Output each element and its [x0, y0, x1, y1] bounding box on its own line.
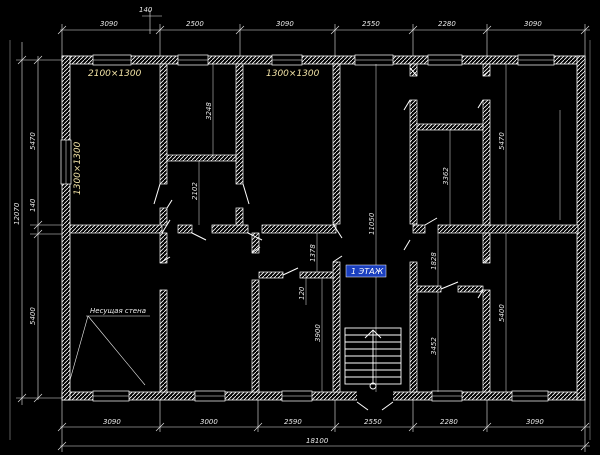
- load-bearing-wall-note: Несущая стена: [90, 307, 146, 315]
- closet-door-dim: 2102: [191, 182, 199, 200]
- small-1378-dim: 1378: [309, 244, 317, 262]
- bottom-dimension-chain: [57, 400, 590, 452]
- window-label-3: 1300×1300: [73, 141, 83, 195]
- closet-depth-dim: 3248: [205, 102, 213, 120]
- left-upper-dim: 5470: [29, 132, 37, 150]
- top-dim-4: 2550: [362, 20, 380, 28]
- top-dim-2: 2500: [186, 20, 204, 28]
- top-dim-3: 3090: [276, 20, 294, 28]
- internal-dimension-lines: [198, 64, 561, 392]
- load-bearing-leader: [69, 315, 150, 386]
- staircase: [344, 327, 402, 390]
- left-total-dim: 12070: [13, 202, 21, 225]
- bottom-dim-1: 3090: [103, 418, 121, 426]
- left-dimension-chain: [16, 42, 62, 405]
- right-upper-dim: 5470: [498, 132, 506, 150]
- drawing-frame: [9, 40, 591, 440]
- top-dim-5: 2280: [438, 20, 456, 28]
- top-offset-dim: 140: [139, 6, 153, 14]
- small-3900-dim: 3900: [314, 324, 322, 342]
- top-dim-6: 3090: [524, 20, 542, 28]
- floor-label: 1 ЭТАЖ: [351, 267, 384, 276]
- main-entrance: [357, 390, 393, 402]
- total-width-dim: 18100: [306, 437, 329, 445]
- internal-walls: [69, 63, 579, 393]
- right-3362-dim: 3362: [442, 167, 450, 185]
- left-gap-dim: 140: [29, 198, 37, 212]
- bottom-dim-5: 2280: [440, 418, 458, 426]
- corridor-length-dim: 11050: [368, 212, 376, 235]
- bottom-dim-2: 3000: [200, 418, 218, 426]
- door-swings: [153, 67, 491, 411]
- right-3452-dim: 3452: [430, 337, 438, 355]
- floor-label-box: [345, 264, 387, 278]
- left-lower-dim: 5400: [29, 307, 37, 325]
- bottom-dim-4: 2550: [364, 418, 382, 426]
- top-dim-1: 3090: [100, 20, 118, 28]
- small-1828-dim: 1828: [430, 252, 438, 270]
- bottom-dim-6: 3090: [526, 418, 544, 426]
- right-lower-dim: 5400: [498, 304, 506, 322]
- window-label-1: 2100×1300: [88, 69, 142, 79]
- top-dimension-chain: [57, 10, 590, 60]
- small-120-dim: 120: [298, 286, 306, 300]
- window-label-2: 1300×1300: [266, 69, 320, 79]
- bottom-dim-3: 2590: [284, 418, 302, 426]
